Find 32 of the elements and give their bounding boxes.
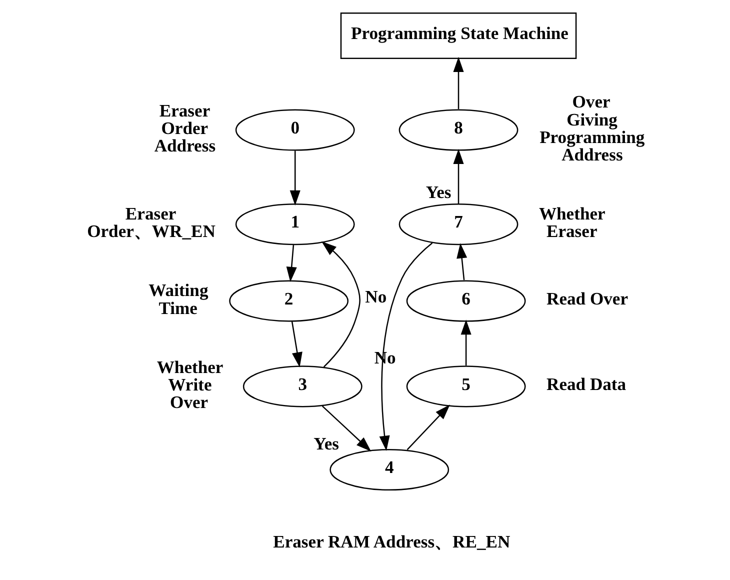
arrow xyxy=(289,150,300,206)
node-label: Eraser RAM Address、RE_EN xyxy=(272,532,510,552)
node-label: Waiting Time xyxy=(148,280,208,318)
node-label: Eraser Order、WR_EN xyxy=(86,204,215,242)
node-ellipse: 2 xyxy=(228,280,348,322)
arrow xyxy=(320,241,360,368)
arrow xyxy=(286,245,296,282)
node-label: Read Data xyxy=(546,374,626,394)
arrow xyxy=(290,321,302,368)
node-label: Over Giving Programming Address xyxy=(539,92,644,164)
node-ellipse: 3 xyxy=(242,366,362,408)
edge-label: No xyxy=(364,286,386,307)
node-ellipse: 0 xyxy=(234,109,354,151)
arrow xyxy=(452,56,464,110)
arrow xyxy=(456,243,467,280)
node-ellipse: 7 xyxy=(398,204,518,246)
arrow xyxy=(321,406,371,452)
node-ellipse: 8 xyxy=(398,109,518,151)
node-ellipse: 4 xyxy=(329,448,449,491)
arrow xyxy=(460,320,471,366)
node-label: Whether Write Over xyxy=(156,356,223,412)
node-label: Read Over xyxy=(546,288,628,308)
node-label: Eraser Order Address xyxy=(154,100,216,156)
node-ellipse: 5 xyxy=(406,366,526,408)
node-ellipse: 1 xyxy=(234,204,354,246)
node-ellipse: 6 xyxy=(406,280,526,322)
edge-label: Yes xyxy=(425,182,451,202)
arrow xyxy=(452,148,464,204)
node-box: Programming State Machine xyxy=(340,12,576,60)
arrow xyxy=(406,404,450,450)
arrow xyxy=(378,242,432,451)
node-label: Whether Eraser xyxy=(538,204,605,242)
